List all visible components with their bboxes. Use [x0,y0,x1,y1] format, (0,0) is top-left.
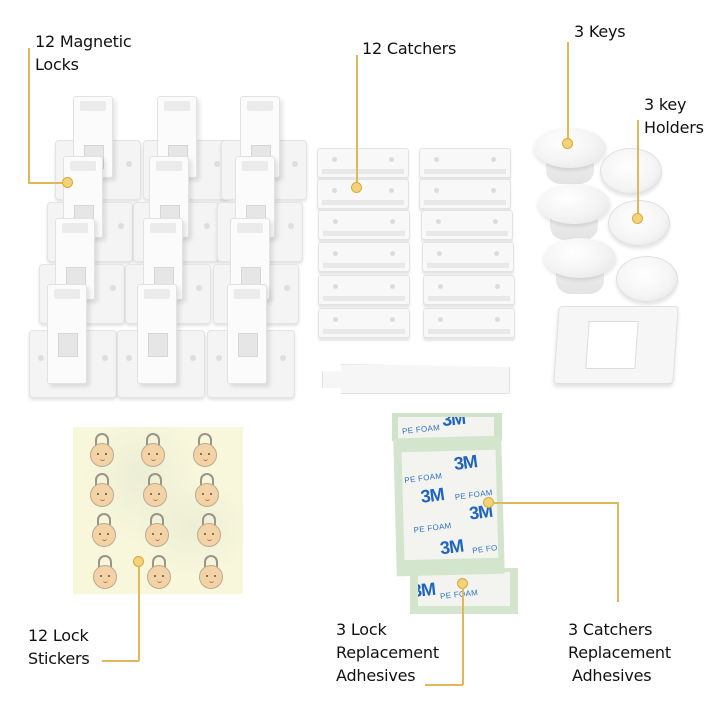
callout-dot [562,138,573,149]
lock-sticker [145,513,169,547]
lock-sticker [195,473,219,507]
callout-line [138,566,140,661]
catcher [318,210,410,240]
lock-sticker [90,433,114,467]
catcher [421,210,513,240]
callout-line [28,182,66,184]
lock-sticker [141,433,165,467]
lock-sticker [147,555,171,589]
callout-line [102,660,139,662]
lock-sticker [143,473,167,507]
callout-line [493,502,618,504]
lock-sticker [90,473,114,507]
callout-line [462,588,464,685]
callout-dot [62,177,73,188]
catcher [317,179,409,209]
callout-dot [351,182,362,193]
key-holder [616,256,678,302]
catcher [318,275,410,305]
callout-line [637,120,639,216]
key-holder [600,148,662,194]
label-key-holders: 3 key Holders [644,95,704,137]
catcher [317,148,409,178]
lock-sticker-sheet [73,427,243,594]
label-magnetic-locks: 12 Magnetic Locks [35,32,132,74]
label-catcher-adhesives: 3 Catchers Replacement Adhesives [568,620,671,685]
label-lock-stickers: 12 Lock Stickers [28,626,90,668]
magnetic-locks-group [25,92,307,402]
label-lock-adhesives: 3 Lock Replacement Adhesives [336,620,439,685]
catcher [318,308,410,338]
catcher [422,242,514,272]
lock-sticker [193,433,217,467]
installation-tool [322,364,510,394]
lock-sticker [199,555,223,589]
catcher [423,275,515,305]
callout-line [425,684,463,686]
catchers-group [315,148,515,348]
catcher [423,308,515,338]
lock-adhesive-sheet: 3M PE FOAM [410,568,518,614]
key [538,184,610,242]
magnetic-lock [47,284,87,384]
key [534,128,606,186]
callout-line [567,42,569,138]
magnetic-lock [137,284,177,384]
catcher [419,179,511,209]
label-keys: 3 Keys [574,22,626,41]
callout-line [617,502,619,602]
callout-dot [632,213,643,224]
magnetic-lock [227,284,267,384]
key [544,238,616,296]
lock-sticker [93,555,117,589]
callout-line [356,55,358,185]
lock-frame [553,306,679,384]
catcher [419,148,511,178]
callout-line [28,48,30,183]
label-catchers: 12 Catchers [362,39,457,58]
catcher [318,242,410,272]
lock-sticker [92,513,116,547]
lock-sticker [197,513,221,547]
